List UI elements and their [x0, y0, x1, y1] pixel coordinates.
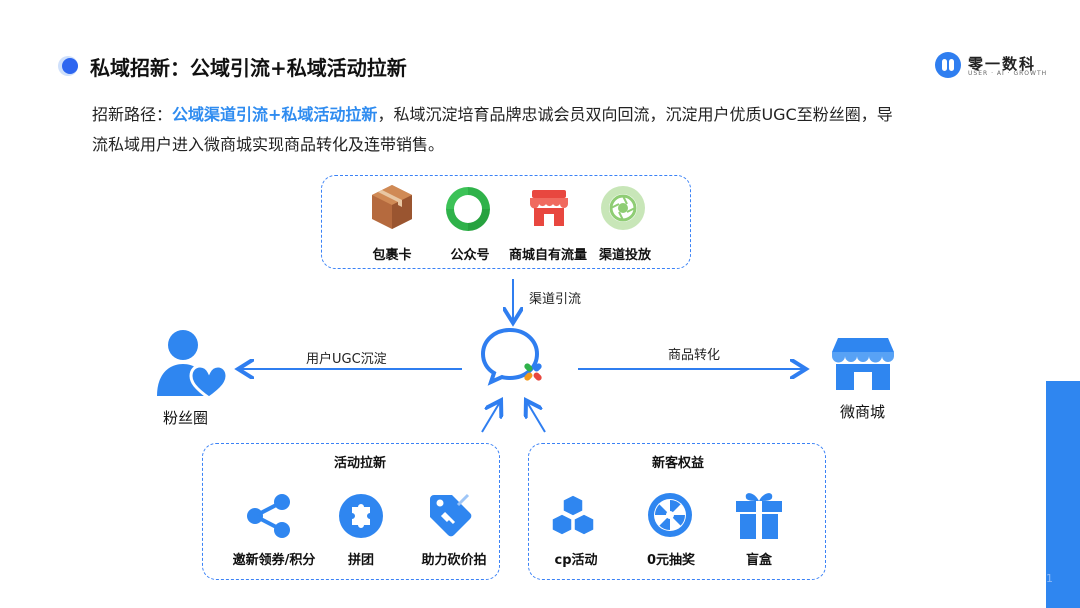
cubes-icon — [551, 494, 595, 536]
activity-box-title: 活动拉新 — [333, 456, 386, 471]
gift-box-icon — [736, 493, 782, 539]
benefit-label-free-lottery: 0元抽奖 — [646, 553, 696, 568]
brand-logo-text: 零一数科 — [968, 55, 1037, 73]
benefit-label-blind-box: 盲盒 — [745, 553, 772, 568]
page-number: 1 — [1046, 572, 1053, 585]
arrow-label-ugc: 用户UGC沉淀 — [306, 352, 387, 367]
puzzle-group-icon — [339, 494, 383, 538]
intro-line2: 流私域用户进入微商城实现商品转化及连带销售。 — [92, 135, 445, 154]
arrow-up-benefit — [527, 402, 546, 433]
lottery-wheel-icon — [648, 493, 692, 537]
package-icon — [372, 185, 412, 229]
price-cut-tag-icon — [430, 493, 472, 537]
traffic-source-box — [321, 175, 691, 269]
source-label-official-account: 公众号 — [450, 248, 490, 263]
wechat-official-account-icon — [446, 187, 490, 231]
arrow-label-conversion: 商品转化 — [668, 348, 721, 363]
brand-logo-icon — [935, 52, 961, 78]
node-label-fans: 粉丝圈 — [163, 409, 209, 427]
arrow-label-channel: 渠道引流 — [529, 292, 582, 307]
camera-shutter-icon — [601, 186, 645, 230]
benefit-box-title: 新客权益 — [651, 456, 704, 471]
node-label-mall: 微商城 — [840, 403, 886, 421]
micro-mall-store-icon — [832, 338, 894, 390]
page-title: 私域招新：公域引流+私域活动拉新 — [90, 56, 407, 80]
intro-highlight: 公域渠道引流+私域活动拉新 — [172, 105, 378, 124]
source-label-channel-placement: 渠道投放 — [598, 248, 651, 263]
fan-user-heart-icon — [157, 330, 229, 400]
share-icon — [247, 494, 290, 538]
source-label-package-card: 包裹卡 — [372, 248, 412, 263]
activity-label-group-buy: 拼团 — [347, 553, 374, 568]
activity-recruit-box — [202, 443, 500, 580]
wecom-hub-icon — [480, 327, 542, 386]
new-customer-benefit-box — [528, 443, 826, 580]
side-accent-bar — [1046, 381, 1080, 608]
brand-logo-tagline: USER · AI · GROWTH — [968, 70, 1048, 77]
benefit-label-cp-activity: cp活动 — [554, 553, 598, 568]
arrow-up-activity — [481, 402, 500, 433]
storefront-icon — [530, 190, 568, 226]
intro-paragraph: 招新路径：公域渠道引流+私域活动拉新，私域沉淀培育品牌忠诚会员双向回流，沉淀用户… — [92, 100, 1012, 160]
activity-label-bargain: 助力砍价拍 — [421, 553, 487, 568]
activity-label-invite-coupon: 邀新领券/积分 — [232, 553, 316, 568]
title-decor-dot-inner — [62, 58, 78, 74]
source-label-mall-own-traffic: 商城自有流量 — [508, 248, 587, 263]
intro-prefix: 招新路径： — [92, 105, 173, 124]
intro-suffix: ，私域沉淀培育品牌忠诚会员双向回流，沉淀用户优质UGC至粉丝圈，导 — [377, 105, 893, 124]
